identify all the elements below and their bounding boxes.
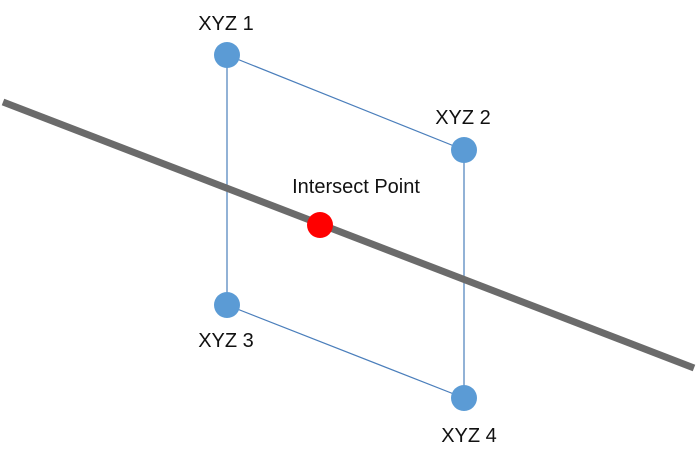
- vertex-xyz-1: [214, 42, 240, 68]
- intersecting-line: [1, 98, 696, 372]
- label-xyz-3: XYZ 3: [198, 330, 254, 352]
- vertex-xyz-4: [451, 385, 477, 411]
- vertex-xyz-2: [451, 137, 477, 163]
- label-intersect-point: Intersect Point: [292, 176, 420, 198]
- edge-3-4: [226, 304, 465, 399]
- label-xyz-2: XYZ 2: [435, 107, 491, 129]
- label-xyz-4: XYZ 4: [441, 425, 497, 447]
- label-xyz-1: XYZ 1: [198, 13, 254, 35]
- edge-1-2: [226, 54, 465, 151]
- plane-edges: [226, 54, 465, 399]
- intersect-point-marker: [307, 212, 333, 238]
- vertex-xyz-3: [214, 292, 240, 318]
